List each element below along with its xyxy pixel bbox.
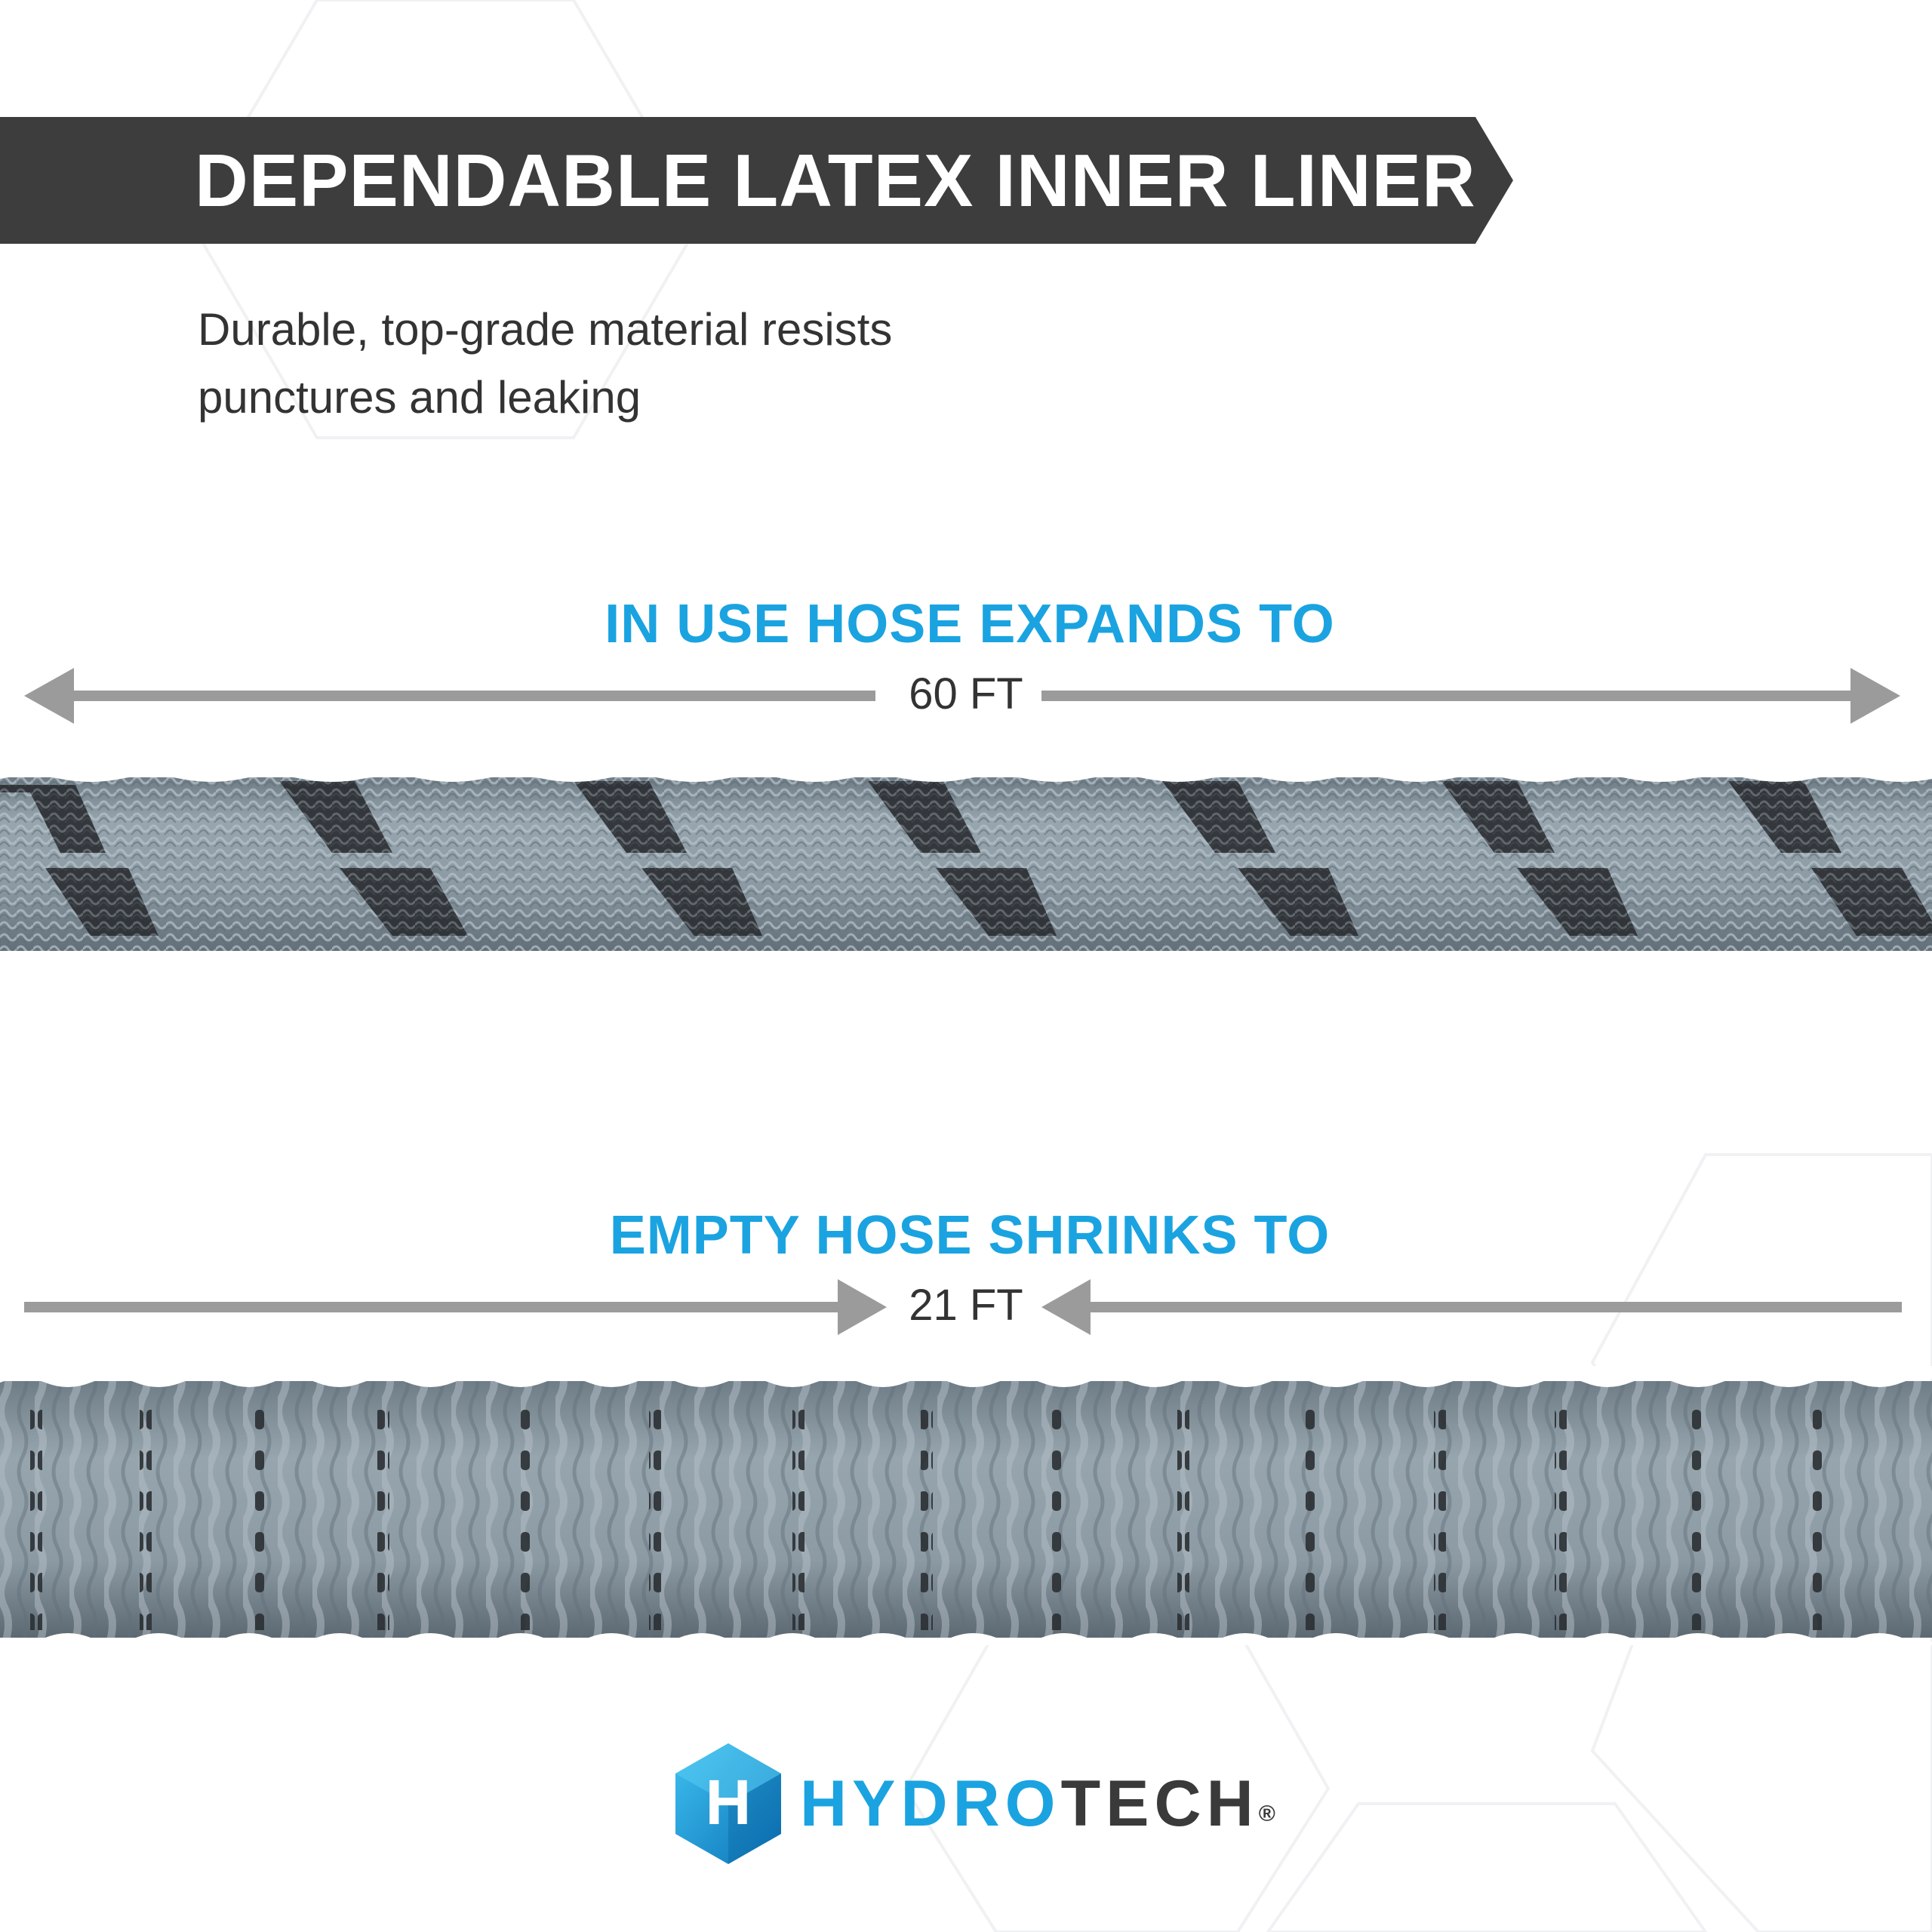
brand-name-part-1: HYDRO — [800, 1767, 1061, 1840]
description-line-2: punctures and leaking — [198, 372, 641, 423]
arrow-right-icon — [1850, 668, 1900, 724]
arrow-left-icon — [1041, 1279, 1091, 1335]
compressed-length-label: 21 FT — [909, 1281, 1023, 1330]
arrow-shaft-right — [1081, 1302, 1902, 1312]
logo-mark-letter: H — [706, 1767, 752, 1838]
brand-name-part-2: TECH — [1060, 1767, 1259, 1840]
brand-logo: H HYDROTECH® — [664, 1740, 1283, 1868]
arrow-shaft-left — [24, 1302, 847, 1312]
arrow-left-icon — [24, 668, 74, 724]
banner-title: DEPENDABLE LATEX INNER LINER — [195, 139, 1476, 222]
feature-banner: DEPENDABLE LATEX INNER LINER — [0, 117, 1517, 244]
expanded-hose-image — [0, 762, 1932, 951]
expanded-length-indicator: 60 FT — [0, 660, 1932, 728]
compressed-hose-image — [0, 1366, 1932, 1645]
arrow-shaft-right — [1041, 691, 1857, 701]
compressed-length-indicator: 21 FT — [0, 1272, 1932, 1340]
hexagon-logo-icon: H — [675, 1743, 781, 1864]
arrow-right-icon — [838, 1279, 887, 1335]
description-line-1: Durable, top-grade material resists — [198, 304, 893, 355]
expanded-length-label: 60 FT — [909, 669, 1023, 718]
compressed-heading: EMPTY HOSE SHRINKS TO — [609, 1205, 1331, 1266]
expanded-heading: IN USE HOSE EXPANDS TO — [605, 594, 1335, 654]
arrow-shaft-left — [68, 691, 875, 701]
brand-wordmark: HYDROTECH® — [800, 1740, 1275, 1868]
hose-stripes — [30, 1389, 1823, 1630]
banner-background — [0, 117, 1513, 244]
registered-mark: ® — [1258, 1801, 1275, 1826]
feature-description: Durable, top-grade material resists punc… — [198, 296, 1330, 432]
